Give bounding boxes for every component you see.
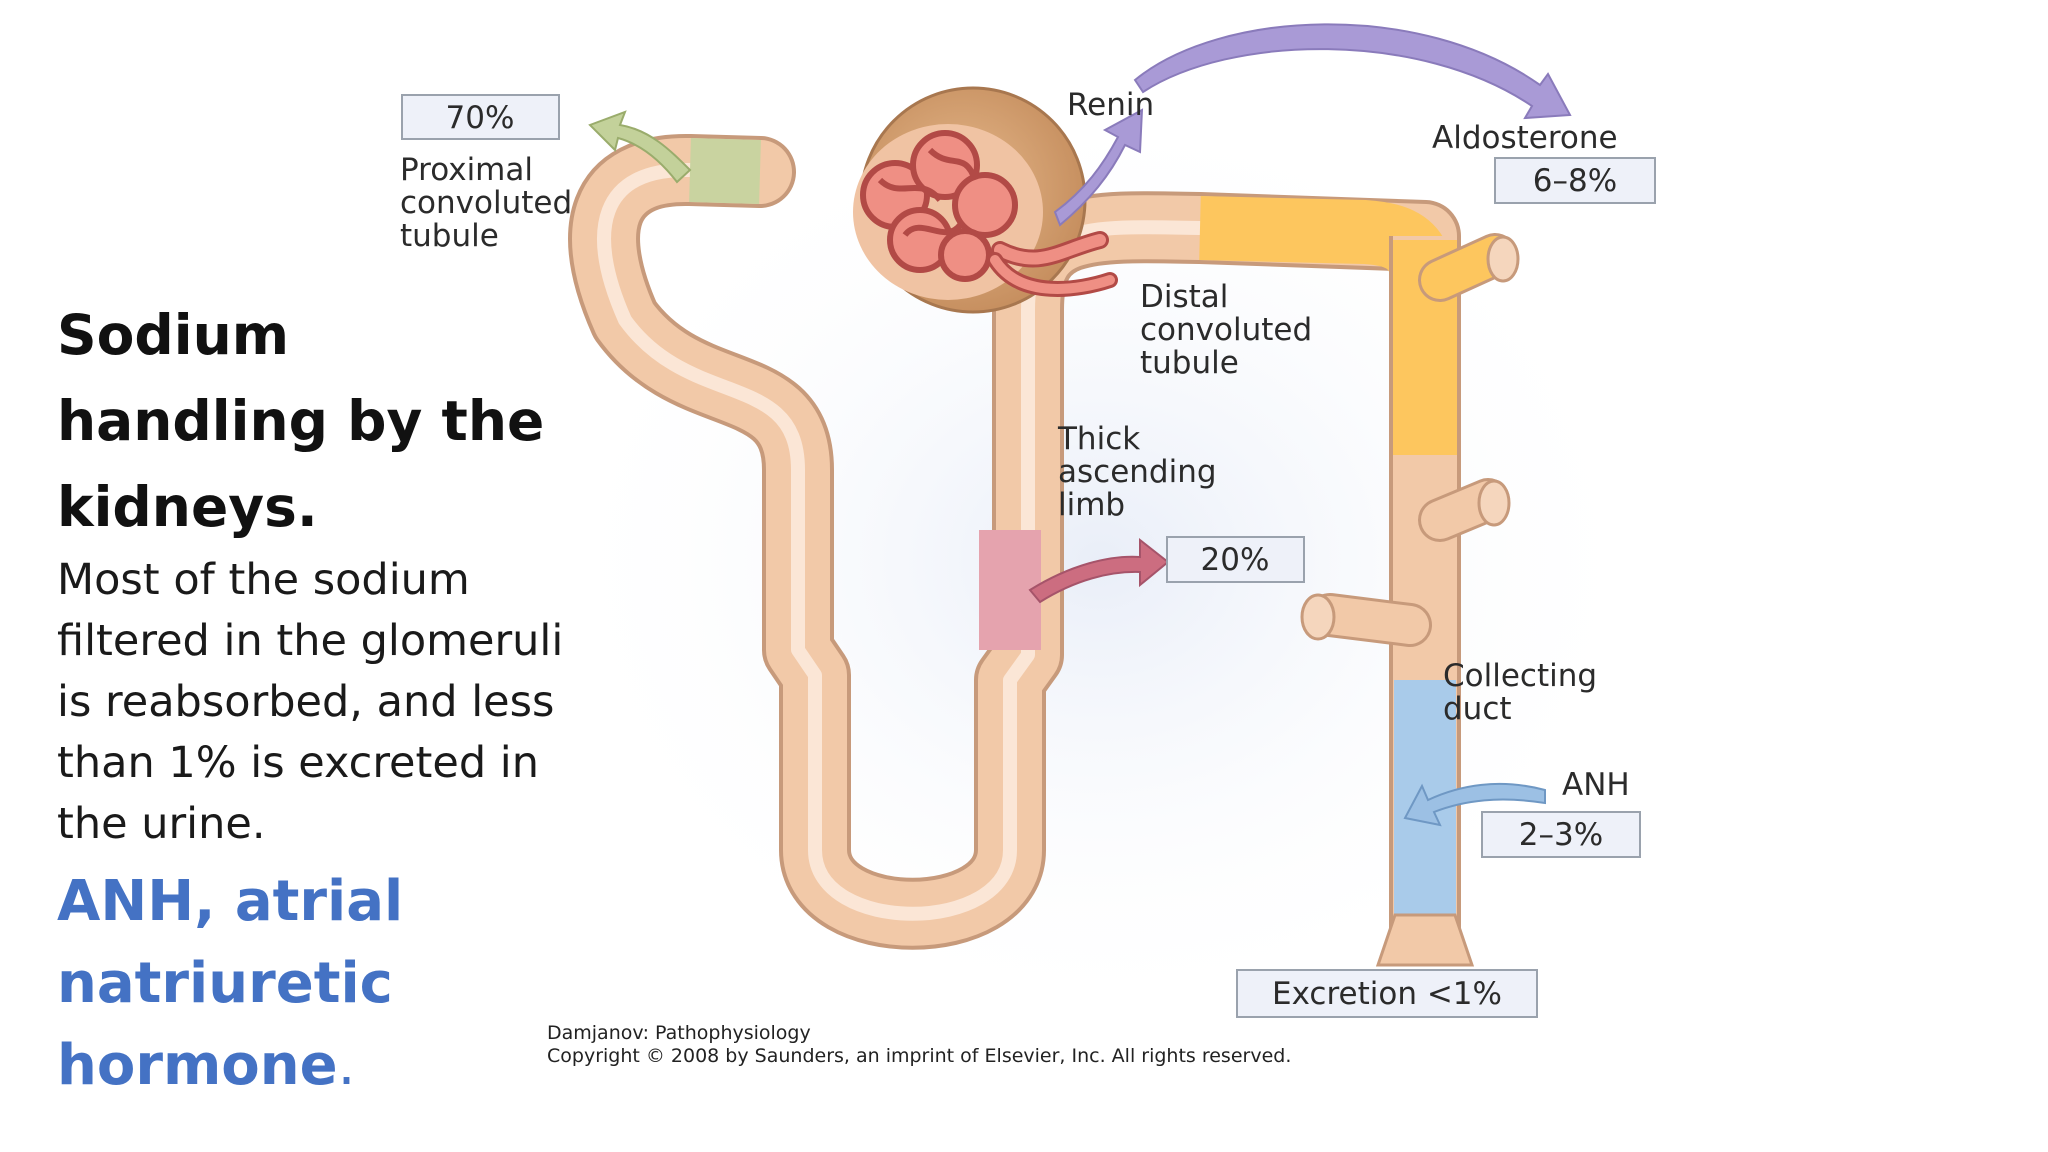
proximal-reabsorption-arrow [588,110,692,184]
afferent-arteriole-fill [994,234,1106,265]
thick-limb-reabsorption-arrow [1028,537,1170,604]
pct-collecting-box [1481,811,1641,858]
pct-collecting: 2–3% [1519,817,1603,853]
pct-distal: 6–8% [1533,163,1617,199]
label-thick-line-3: limb [1058,487,1125,523]
pct-thick-box [1166,536,1305,583]
branch-left-fill [1311,596,1429,644]
label-collecting-line-2: duct [1443,691,1512,727]
label-proximal: Proximal convoluted tubule [400,152,582,254]
glomerulus-capillaries [860,130,1018,282]
excretion-box [1236,969,1538,1018]
slide-body: Most of the sodium filtered in the glome… [57,555,564,849]
label-aldosterone: Aldosterone [1432,120,1618,156]
credit-line-1: Damjanov: Pathophysiology [547,1022,811,1044]
label-thick-line-1: Thick [1057,421,1140,457]
label-distal-line-2: convoluted [1140,312,1312,348]
label-distal: Distal convoluted tubule [1140,279,1322,381]
slide-title: Sodium handling by the kidneys. [57,303,545,539]
anh-definition-period: . [337,1033,356,1098]
pct-thick: 20% [1201,542,1270,578]
branch-middle-right-cap [1477,479,1511,527]
label-proximal-line-3: tubule [400,218,499,254]
branch-left-cap [1300,593,1336,641]
excretion-label: Excretion <1% [1272,976,1502,1012]
label-proximal-line-1: Proximal [400,152,533,188]
renin-arrow [1053,108,1144,227]
efferent-arteriole-fill [990,255,1115,294]
slide-text-panel: Sodium handling by the kidneys. Most of … [57,292,577,1107]
label-thick: Thick ascending limb [1057,421,1226,523]
anh-definition-text: ANH, atrial natriuretic hormone [57,869,404,1098]
branch-upper-right-fill [1421,236,1514,299]
label-proximal-line-2: convoluted [400,185,572,221]
label-distal-line-3: tubule [1140,345,1239,381]
pct-proximal-box [401,94,560,140]
anh-definition: ANH, atrial natriuretic hormone. [57,861,577,1107]
pct-distal-box [1494,157,1656,204]
pct-proximal: 70% [446,100,515,136]
branch-upper-right-cap [1486,235,1520,283]
credit-line-2: Copyright © 2008 by Saunders, an imprint… [547,1045,1291,1067]
renin-to-aldosterone-arrow [1133,23,1572,120]
label-collecting: Collecting duct [1443,658,1607,727]
label-distal-line-1: Distal [1140,279,1228,315]
label-renin: Renin [1067,87,1154,123]
label-thick-line-2: ascending [1058,454,1217,490]
proximal-segment [689,138,761,204]
label-anh: ANH [1562,767,1630,803]
collecting-duct-outlet [1375,913,1475,967]
anh-arrow [1403,782,1546,827]
label-collecting-line-1: Collecting [1443,658,1597,694]
